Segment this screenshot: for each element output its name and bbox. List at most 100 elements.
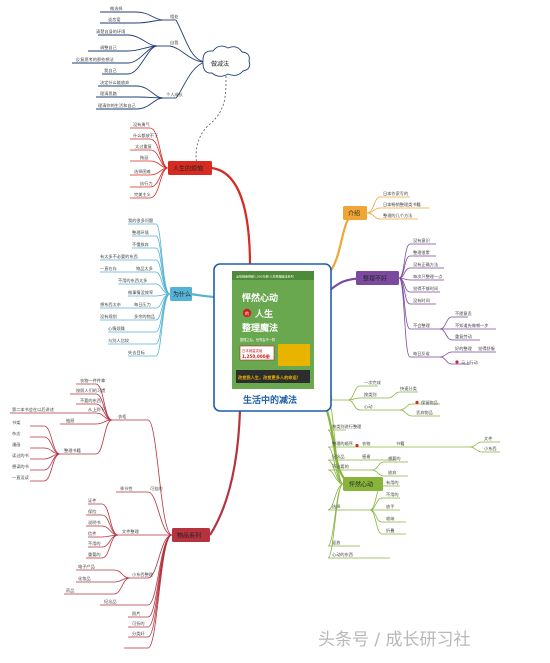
leaf-text: 拖延	[140, 154, 149, 161]
topic-tidy[interactable]: 整理不好	[356, 271, 399, 285]
leaf-text: 从上到下	[88, 406, 105, 413]
leaf-text: 每日压力	[134, 301, 151, 308]
leaf-text: 收纳	[386, 515, 394, 522]
leaf-text: 重复劳动	[455, 333, 472, 340]
topic-label: 整理不好	[363, 275, 387, 283]
leaf-text: 不愿意丢	[455, 310, 472, 317]
book-title-line-2: 人生	[254, 308, 273, 320]
leaf-text: 觉得舒服	[478, 345, 496, 352]
leaf-text: 竖放	[332, 539, 341, 546]
leaf-text: 心动	[364, 403, 372, 410]
watermark: 头条号 / 成长研习社	[318, 630, 471, 650]
leaf-text: 折叠	[386, 527, 394, 534]
central-topic[interactable]: 全球销量突破1,000万册·人生整理魔法系列 怦然心动 的 人生 整理魔法 整理…	[213, 263, 332, 412]
leaf-text: 理清你的生活和自己	[98, 102, 136, 109]
leaf-text: 漫画	[12, 441, 20, 448]
marker-dot-icon	[355, 443, 359, 448]
leaf-text: 不用的	[386, 491, 399, 498]
leaf-text: 整理环境	[132, 229, 149, 236]
leaf-text: 清楚自身的环境	[96, 28, 125, 35]
leaf-text: 整理的几个方法	[383, 212, 412, 219]
book-series-line: 全球销量突破1,000万册·人生整理魔法系列	[236, 274, 294, 279]
leaf-text: 抽屉	[66, 417, 74, 424]
main-branches	[185, 166, 365, 536]
leaf-text: 丢弃物品	[416, 409, 433, 416]
topic-label: 为什么	[173, 291, 191, 299]
leaf-text: 读过的书	[12, 452, 29, 459]
leaf-text: 想东西太杂	[100, 301, 121, 308]
book-banner: 改变我人生，改变更多人的命运！	[238, 374, 301, 381]
leaf-text: 放弃	[388, 469, 396, 476]
leaf-text: 文件	[484, 435, 492, 442]
leaf-text: 书籍	[396, 440, 404, 447]
book-title-the: 的	[245, 310, 249, 316]
life-branch-lines	[130, 127, 169, 199]
topic-intro[interactable]: 介绍	[343, 206, 367, 220]
leaf-text: 马上行动	[461, 359, 478, 366]
topic-why[interactable]: 为什么	[170, 287, 192, 301]
leaf-text: 有太多不必要的东西	[100, 253, 138, 260]
leaf-text: 没有勇气	[133, 121, 151, 128]
marker-dot-icon	[455, 360, 459, 364]
leaf-text: 一直在存	[100, 265, 117, 271]
leaf-text: 选择	[332, 503, 341, 510]
leaf-text: 心动的东西	[332, 551, 353, 558]
topic-label: 介绍	[348, 210, 360, 218]
leaf-text: 没有意识	[413, 237, 430, 244]
leaf-text: 我自己	[104, 67, 117, 74]
leaf-text: 证件	[88, 497, 96, 504]
leaf-text: 没有规划	[100, 313, 117, 320]
leaf-text: 不用的	[88, 540, 101, 547]
topic-label: 怦然心动	[349, 481, 373, 489]
topic-life[interactable]: 人生的烦恼	[168, 161, 212, 175]
leaf-text: 保留物品	[421, 399, 438, 406]
leaf-text: 完美主义	[134, 191, 152, 198]
leaf-text: 与别人比较	[108, 337, 130, 344]
group-label: 相处	[170, 13, 179, 20]
tidy-branch-lines	[398, 243, 496, 365]
heart-branch-lines	[320, 385, 500, 559]
leaf-text: 一次完成	[364, 379, 381, 386]
leaf-text: 太过重复	[135, 143, 153, 150]
leaf-text: 衣物一件件拿	[80, 377, 106, 384]
leaf-text: 心情烦躁	[108, 325, 126, 332]
leaf-text: 多余的物品	[134, 313, 155, 320]
leaf-text: 做选择	[110, 5, 123, 12]
leaf-text: 有用的	[386, 479, 399, 486]
leaf-text: 药品	[66, 587, 74, 594]
leaf-text: 不必要的	[332, 463, 349, 470]
cloud-label: 做减法	[211, 60, 229, 68]
topic-label: 人生的烦恼	[173, 165, 203, 173]
tidy-leaves: 没有意识 整理很累 没有正确方法 每次只整理一点 觉得不够时间 没有时间 不会整…	[413, 237, 496, 366]
leaf-text: 好的整理	[455, 345, 473, 352]
leaf-text: 季节性	[120, 485, 133, 492]
topic-label: 物品系列	[177, 532, 201, 540]
book-cover-image: 全球销量突破1,000万册·人生整理魔法系列 怦然心动 的 人生 整理魔法 整理…	[232, 271, 314, 389]
leaf-text: 照片	[132, 610, 140, 617]
why-branch-lines	[100, 223, 171, 357]
intro-leaves: 日本作家写的 日本畅销整理类书籍 整理的几个方法	[383, 190, 421, 219]
leaf-text: 没有时间	[413, 297, 430, 304]
leaf-text: 保险	[88, 508, 97, 515]
leaf-text: 整理的顺序	[332, 440, 353, 447]
leaf-text: 文件整理	[122, 528, 140, 535]
leaf-text: 放手	[386, 503, 394, 510]
leaf-text: 日本作家写的	[383, 190, 408, 197]
leaf-text: 不用的东西太多	[118, 277, 147, 284]
leaf-text: 我的很多问题	[128, 217, 154, 224]
leaf-text: 化妆品	[78, 575, 91, 582]
leaf-text: 信件	[88, 530, 96, 537]
life-leaves: 没有勇气 什么都放不下 太过重复 拖延 选择困难 执行力 完美主义	[133, 121, 158, 198]
cloud-callout: 做减法	[193, 45, 251, 168]
why-leaves: 我的很多问题 整理环境 不懂放弃 有太多不必要的东西 一直在存 物品太多 不用的…	[100, 217, 155, 356]
items-leaves: 衣物一件件拿 按照人们的习惯 不要的东西 衣柜 从上到下 第二本书会在以后讲述 …	[12, 377, 163, 637]
leaf-text: 小东西	[484, 445, 497, 452]
topic-items[interactable]: 物品系列	[172, 528, 210, 542]
topic-heart[interactable]: 怦然心动	[343, 477, 383, 491]
leaf-text: 可挂的	[150, 485, 163, 492]
leaf-text: 不会整理	[413, 322, 431, 329]
leaf-text: 理清思路	[100, 90, 118, 97]
top-subtree-labels: 相处 自我 个人成长 做选择 谈恋爱 清楚自身的环境 调整自己 反复思考的那些想…	[76, 5, 184, 109]
sticker-line-1: 日本销量突破	[242, 348, 263, 353]
